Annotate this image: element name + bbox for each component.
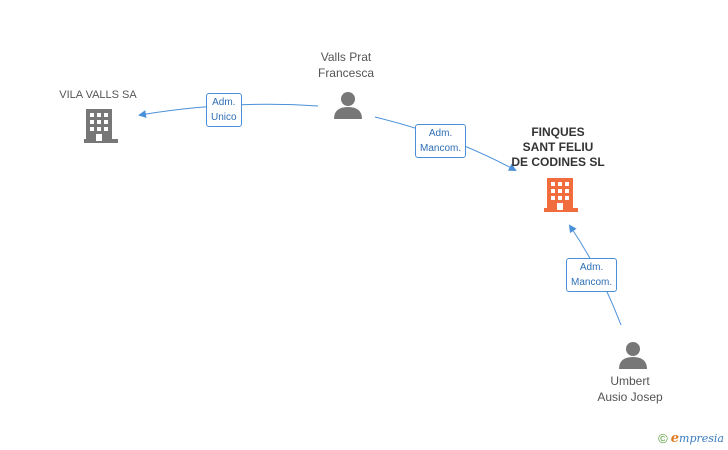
edge-label-line2: Unico bbox=[211, 112, 237, 123]
brand-logo-initial: e bbox=[670, 431, 680, 446]
person-icon[interactable] bbox=[333, 90, 363, 120]
umbert-name-line2: Ausio Josep bbox=[597, 390, 663, 404]
edge-label-adm-mancom-umbert[interactable]: Adm. Mancom. bbox=[566, 258, 618, 292]
edge-label-line2: Mancom. bbox=[420, 143, 462, 154]
valls-prat-name-line1: Valls Prat bbox=[320, 50, 372, 64]
building-icon[interactable] bbox=[84, 107, 118, 143]
valls-prat-name-line2: Francesca bbox=[317, 66, 375, 80]
umbert-name-line1: Umbert bbox=[610, 374, 650, 388]
vila-valls-name: VILA VALLS SA bbox=[59, 89, 137, 101]
vila-valls-label[interactable]: VILA VALLS SA bbox=[48, 88, 148, 103]
copyright-symbol: © bbox=[658, 431, 668, 446]
person-icon[interactable] bbox=[618, 340, 648, 370]
edge-label-adm-mancom-valls[interactable]: Adm. Mancom. bbox=[415, 124, 467, 158]
edge-label-line2: Mancom. bbox=[571, 277, 613, 288]
finques-label[interactable]: FINQUES SANT FELIU DE CODINES SL bbox=[498, 125, 618, 170]
edge-label-line1: Adm. bbox=[212, 97, 236, 108]
finques-name-line1: FINQUES bbox=[531, 125, 585, 139]
building-icon[interactable] bbox=[544, 176, 578, 212]
edge-label-adm-unico[interactable]: Adm. Unico bbox=[206, 93, 242, 127]
umbert-label[interactable]: Umbert Ausio Josep bbox=[580, 373, 680, 405]
finques-name-line3: DE CODINES SL bbox=[511, 155, 605, 169]
edge-label-line1: Adm. bbox=[579, 262, 604, 273]
edge-label-line1: Adm. bbox=[428, 128, 453, 139]
brand-logo-text: mpresia bbox=[679, 432, 724, 445]
finques-name-line2: SANT FELIU bbox=[522, 140, 594, 154]
valls-prat-label[interactable]: Valls Prat Francesca bbox=[296, 49, 396, 81]
